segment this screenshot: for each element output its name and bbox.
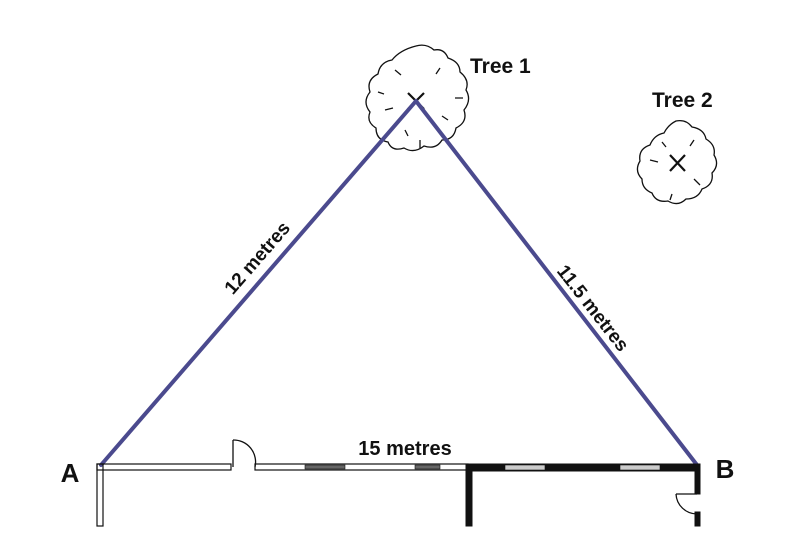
point-a-label: A <box>61 458 80 488</box>
building-outline <box>96 439 701 527</box>
distance-label-11-5m: 11.5 metres <box>552 261 632 356</box>
tree-2-canopy-icon <box>636 119 718 205</box>
line-a-to-tree1 <box>99 99 418 467</box>
distance-label-15m: 15 metres <box>358 438 451 460</box>
door-swing-icon <box>232 439 257 468</box>
tree-2-label: Tree 2 <box>652 89 713 112</box>
line-tree1-to-b <box>414 99 699 467</box>
point-b-label: B <box>716 454 735 484</box>
tree-1-canopy-icon <box>365 44 470 152</box>
measurement-triangle <box>99 99 699 467</box>
tree-1-label: Tree 1 <box>470 55 531 78</box>
door-swing-icon <box>675 493 698 515</box>
